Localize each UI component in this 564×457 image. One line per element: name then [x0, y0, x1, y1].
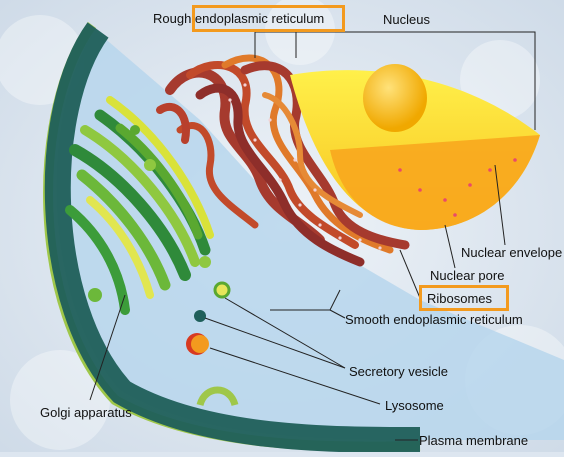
label-nucleus: Nucleus — [383, 12, 430, 27]
nucleolus — [363, 64, 427, 132]
label-nuclear-pore: Nuclear pore — [430, 268, 504, 283]
label-plasma-membrane: Plasma membrane — [419, 433, 528, 448]
label-nuclear-envelope: Nuclear envelope — [461, 245, 562, 260]
label-smooth-er: Smooth endoplasmic reticulum — [345, 312, 523, 327]
highlight-ribosomes — [419, 285, 509, 311]
label-secretory-vesicle: Secretory vesicle — [349, 364, 448, 379]
label-lysosome: Lysosome — [385, 398, 444, 413]
label-golgi-apparatus: Golgi apparatus — [40, 405, 132, 420]
highlight-rough-er — [192, 5, 345, 32]
